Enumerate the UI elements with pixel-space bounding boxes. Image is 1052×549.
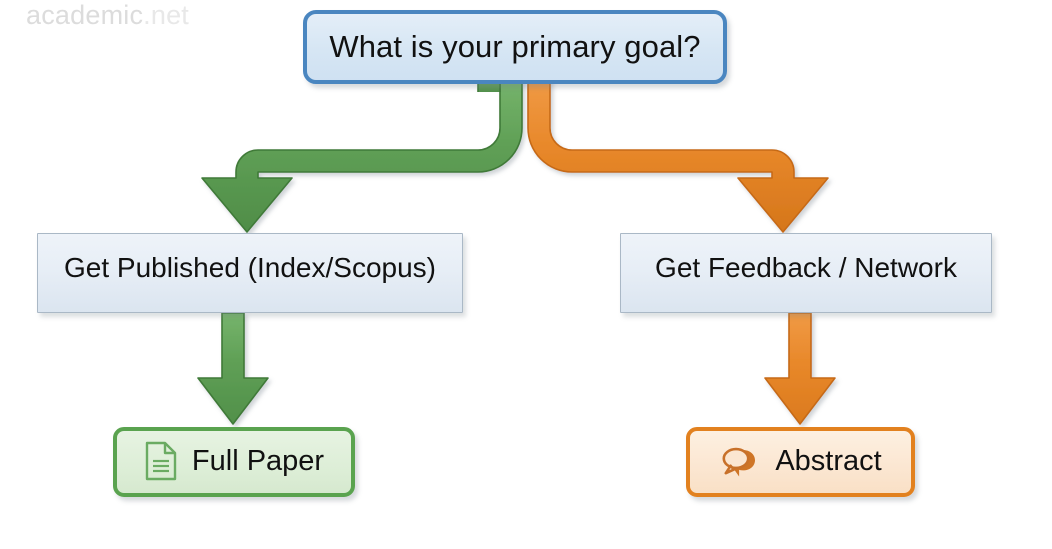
- node-full-paper-label: Full Paper: [191, 444, 325, 477]
- watermark: academic.net: [26, 0, 189, 31]
- chat-bubbles-icon: [719, 442, 761, 480]
- node-full-paper[interactable]: Full Paper: [113, 427, 355, 497]
- arrow-root-to-published: [201, 77, 523, 233]
- arrow-feedback-to-abstract: [764, 312, 836, 425]
- document-icon: [144, 441, 178, 481]
- arrow-published-to-fullpaper: [197, 312, 269, 425]
- node-root-question[interactable]: What is your primary goal?: [303, 10, 727, 84]
- node-get-published-label: Get Published (Index/Scopus): [64, 252, 436, 283]
- node-root-label: What is your primary goal?: [329, 29, 701, 64]
- watermark-primary: academic: [26, 0, 144, 30]
- node-get-feedback[interactable]: Get Feedback / Network: [620, 233, 992, 313]
- arrow-root-to-feedback: [527, 77, 829, 233]
- node-get-published[interactable]: Get Published (Index/Scopus): [37, 233, 463, 313]
- node-get-feedback-label: Get Feedback / Network: [655, 252, 957, 283]
- watermark-suffix: .net: [143, 0, 189, 30]
- node-abstract[interactable]: Abstract: [686, 427, 915, 497]
- node-abstract-label: Abstract: [775, 444, 882, 477]
